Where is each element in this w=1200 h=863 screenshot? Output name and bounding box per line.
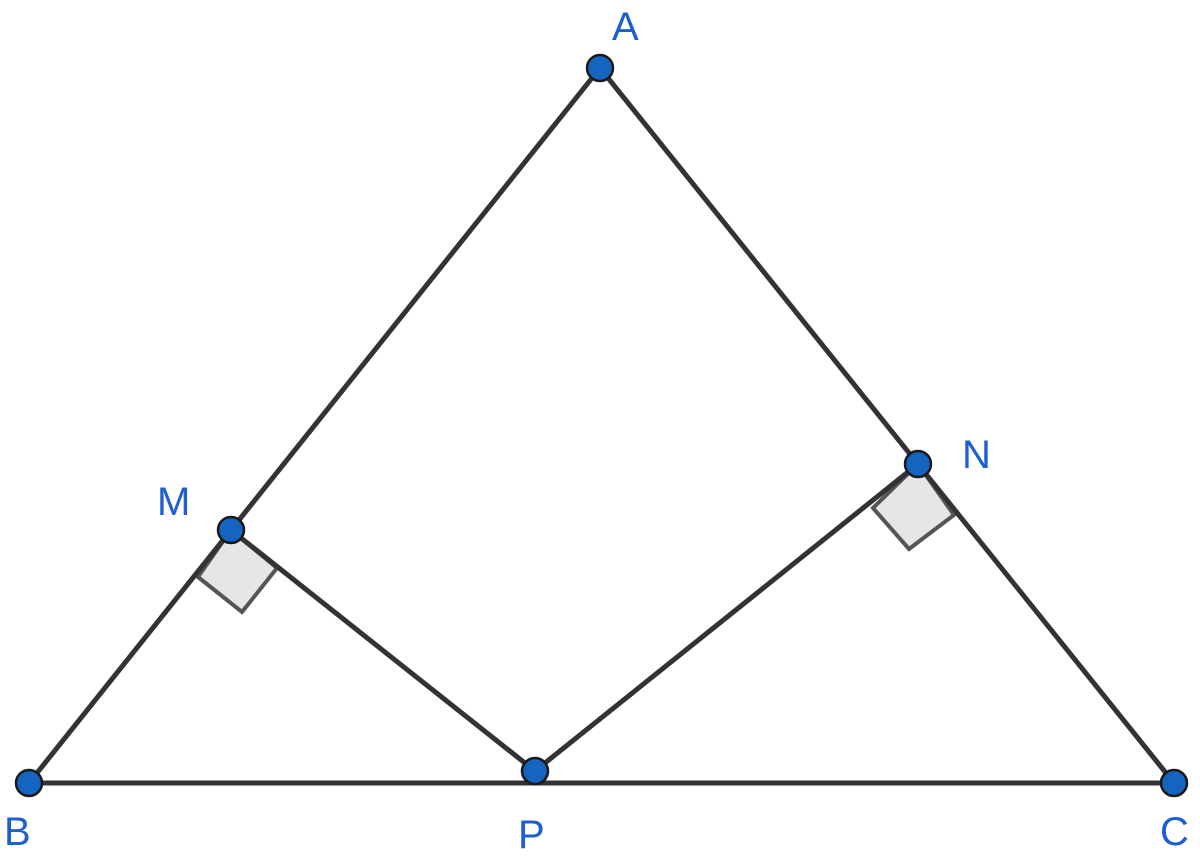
- segment-np: [532, 461, 921, 774]
- segment-mp: [228, 527, 538, 774]
- segment-ac: [597, 65, 1177, 786]
- label-n: N: [962, 433, 991, 477]
- label-a: A: [612, 5, 639, 49]
- point-n[interactable]: [903, 449, 933, 479]
- label-c: C: [1160, 810, 1189, 854]
- point-a[interactable]: [585, 53, 615, 83]
- point-c[interactable]: [1159, 768, 1189, 798]
- point-m[interactable]: [216, 515, 246, 545]
- label-m: M: [157, 480, 190, 524]
- label-p: P: [518, 813, 545, 857]
- point-b[interactable]: [14, 768, 44, 798]
- segment-ab: [26, 65, 603, 786]
- label-b: B: [4, 810, 31, 854]
- point-p[interactable]: [520, 756, 550, 786]
